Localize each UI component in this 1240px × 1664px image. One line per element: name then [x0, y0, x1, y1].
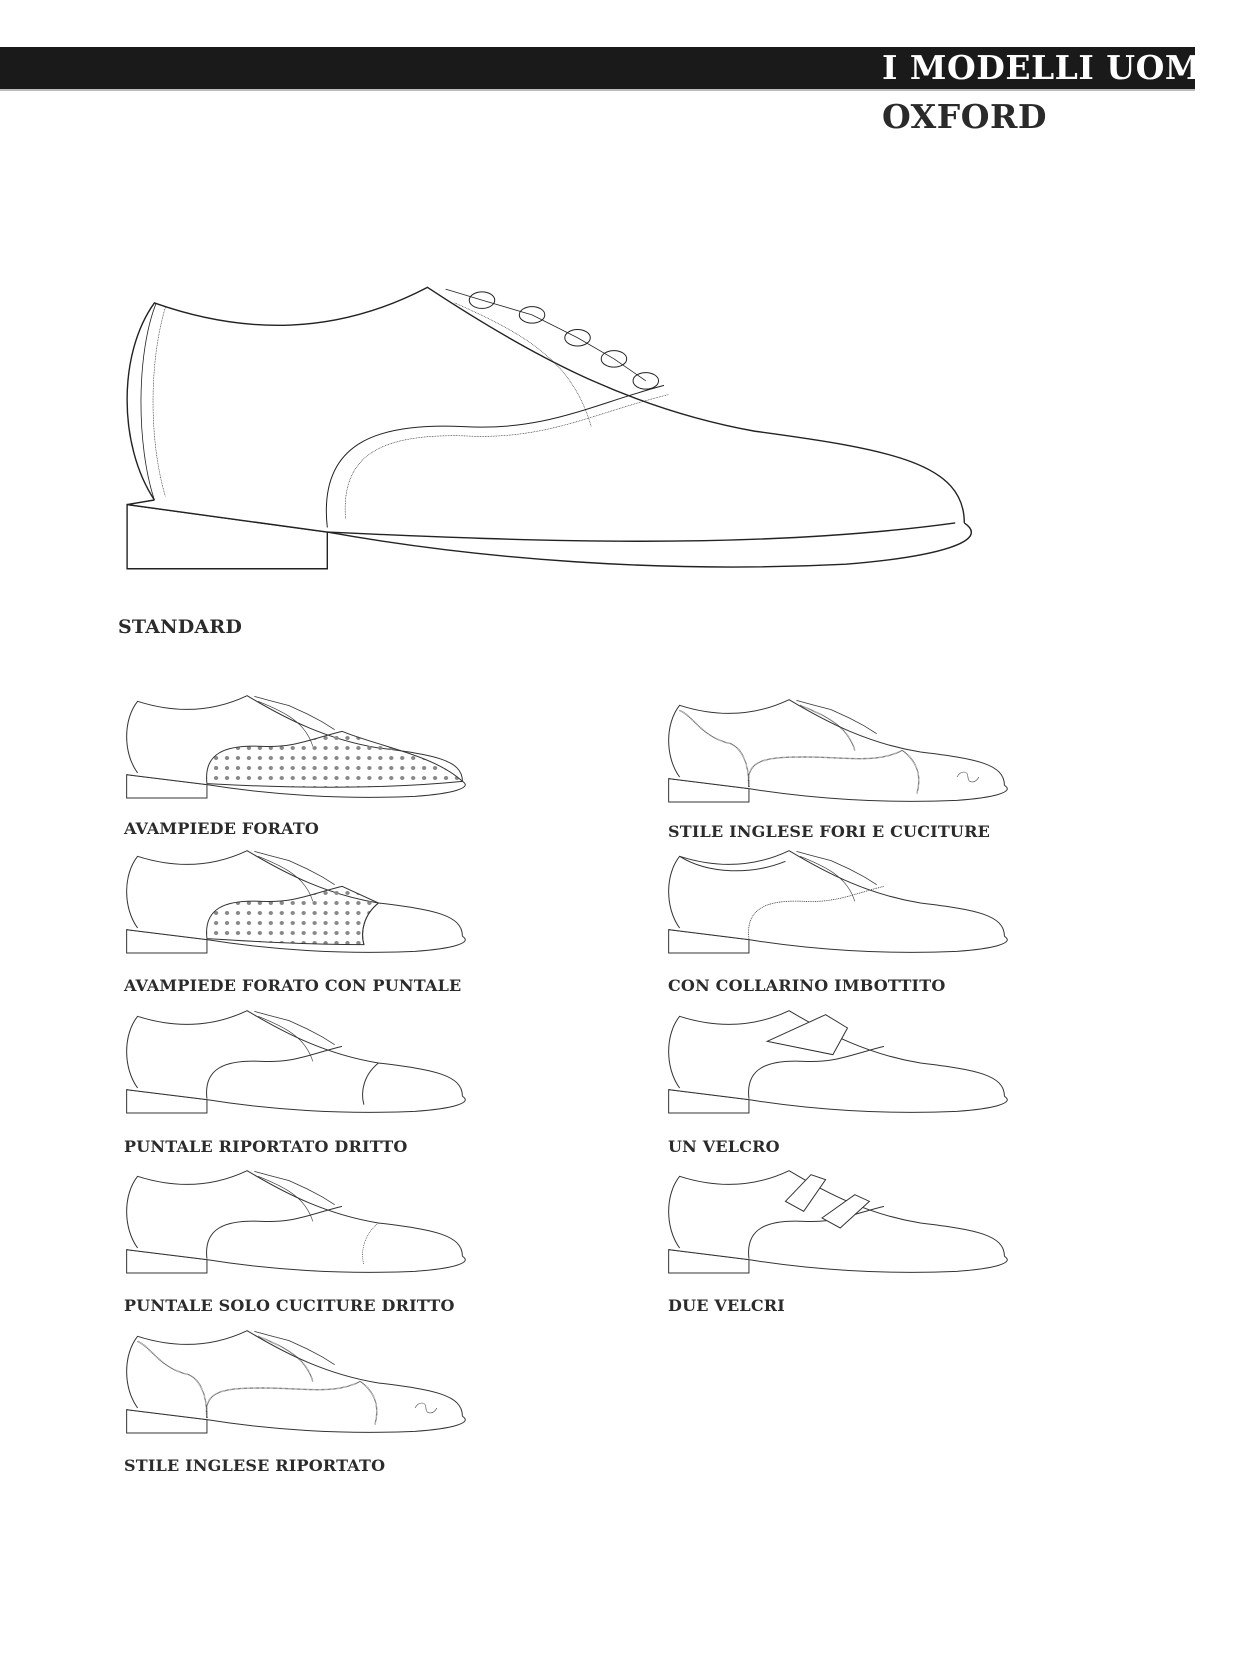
oxford-variant-stile-inglese-fori	[665, 697, 1030, 817]
variant-label: AVAMPIEDE FORATO CON PUNTALE	[124, 976, 462, 995]
oxford-variant-collarino-imbottito	[665, 848, 1030, 968]
variant-label: PUNTALE RIPORTATO DRITTO	[124, 1137, 408, 1156]
variant-label: DUE VELCRI	[668, 1296, 785, 1315]
oxford-standard-illustration	[118, 280, 1028, 610]
variant-label: STILE INGLESE FORI E CUCITURE	[668, 822, 990, 841]
shoe-drawing	[127, 287, 971, 568]
model-label-standard: STANDARD	[118, 616, 243, 638]
header-rule	[0, 89, 1195, 91]
oxford-variant-avampiede-forato-puntale	[123, 848, 488, 968]
variant-label: UN VELCRO	[668, 1137, 780, 1156]
oxford-variant-avampiede-forato	[123, 693, 488, 813]
oxford-variant-stile-inglese-riportato	[123, 1328, 488, 1448]
page-title: I MODELLI UOMO	[882, 48, 1232, 87]
page-subtitle: OXFORD	[882, 97, 1047, 136]
oxford-variant-puntale-cuciture	[123, 1168, 488, 1288]
oxford-variant-due-velcri	[665, 1168, 1030, 1288]
variant-label: AVAMPIEDE FORATO	[124, 819, 320, 838]
oxford-variant-puntale-riportato	[123, 1008, 488, 1128]
header-bar	[0, 47, 1195, 89]
variant-label: PUNTALE SOLO CUCITURE DRITTO	[124, 1296, 455, 1315]
oxford-variant-un-velcro	[665, 1008, 1030, 1128]
variant-label: STILE INGLESE RIPORTATO	[124, 1456, 386, 1475]
variant-label: CON COLLARINO IMBOTTITO	[668, 976, 946, 995]
